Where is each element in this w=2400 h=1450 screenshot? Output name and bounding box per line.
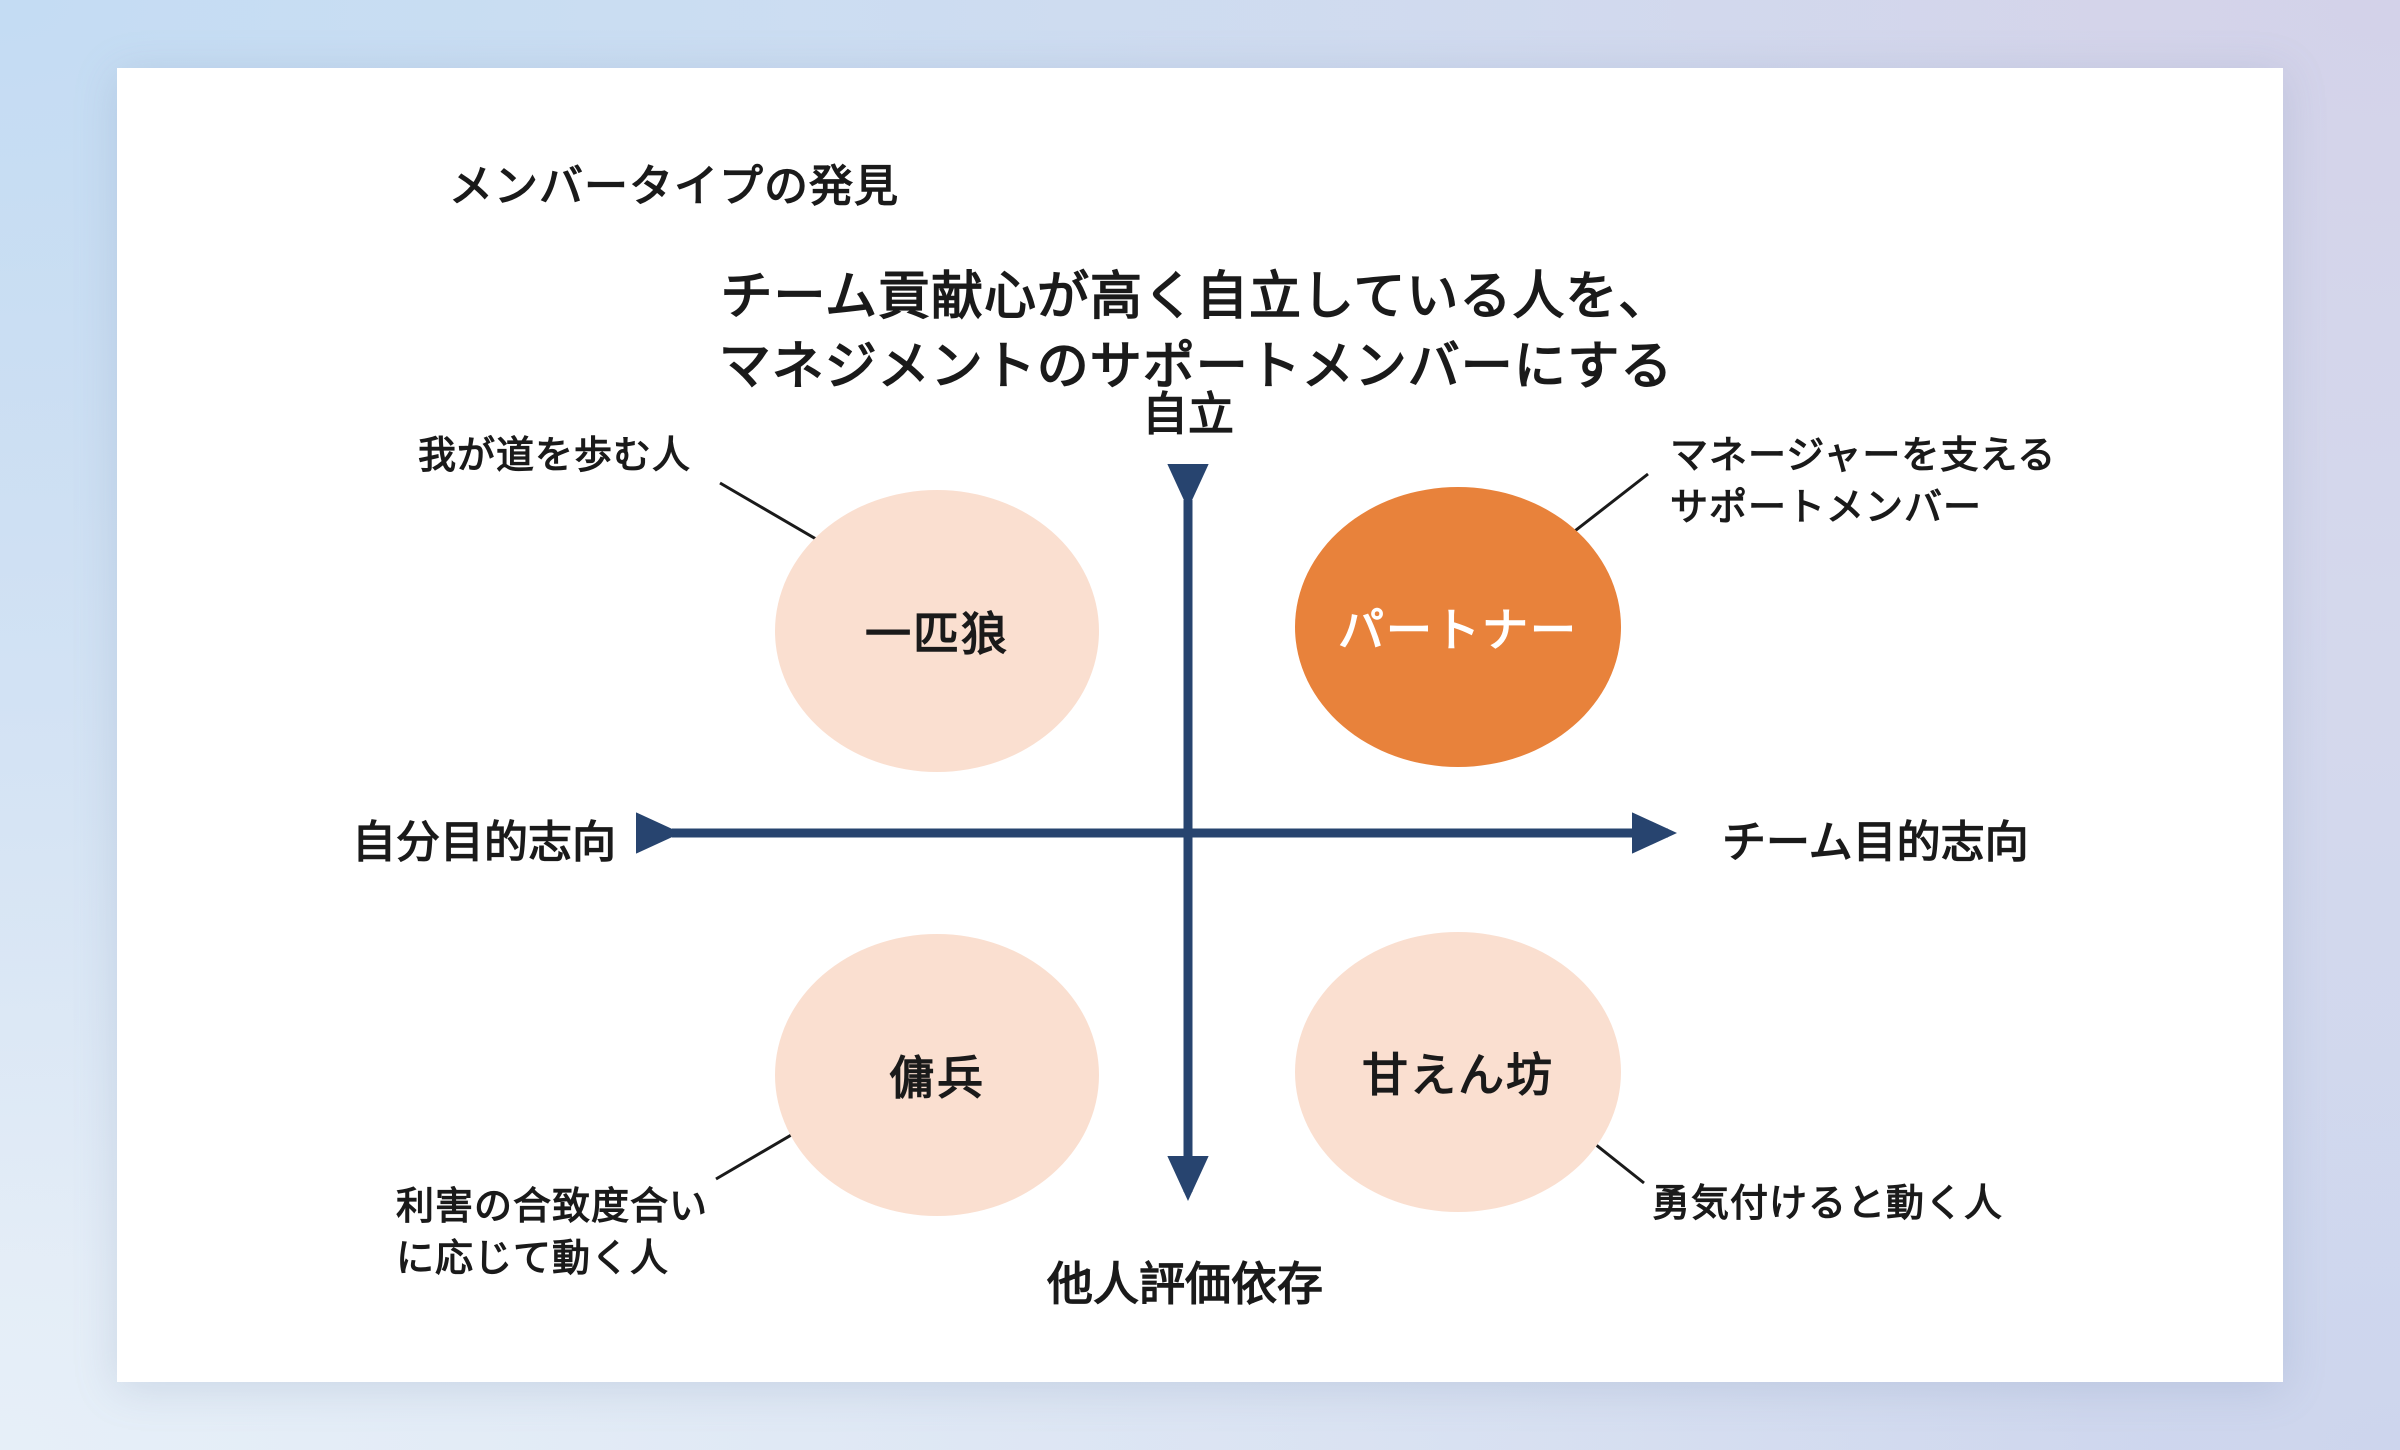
annotation-top-right: マネージャーを支える サポートメンバー	[1670, 430, 2056, 534]
heading-line-1: チーム貢献心が高く自立している人を、	[720, 268, 1672, 326]
quadrant-label-top-right: パートナー	[1338, 604, 1578, 656]
annotation-bottom-left-line-1: 利害の合致度合い	[396, 1186, 709, 1228]
quadrant-circle-top-left: 一匹狼	[775, 490, 1099, 772]
annotation-top-right-line-1: マネージャーを支える	[1670, 435, 2057, 477]
axis-label-bottom: 他人評価依存	[1047, 1258, 1323, 1310]
annotation-top-left: 我が道を歩む人	[418, 435, 692, 477]
heading-line-2: マネジメントのサポートメンバーにする	[718, 338, 1674, 396]
quadrant-circle-bottom-left: 傭兵	[775, 934, 1099, 1216]
slide-title: メンバータイプの発見	[449, 162, 899, 211]
quadrant-label-bottom-left: 傭兵	[889, 1052, 985, 1104]
annotation-bottom-right: 勇気付けると動く人	[1652, 1183, 2004, 1225]
axis-label-right: チーム目的志向	[1722, 818, 2029, 867]
quadrant-label-top-left: 一匹狼	[865, 608, 1009, 660]
quadrant-label-bottom-right: 甘えん坊	[1362, 1049, 1554, 1101]
axis-label-left: 自分目的志向	[352, 818, 616, 867]
annotation-top-right-line-2: サポートメンバー	[1670, 487, 1983, 529]
main-heading: チーム貢献心が高く自立している人を、 マネジメントのサポートメンバーにする	[719, 262, 1674, 402]
quadrant-circle-top-right: パートナー	[1295, 487, 1621, 767]
quadrant-circle-bottom-right: 甘えん坊	[1295, 932, 1621, 1212]
annotation-bottom-left: 利害の合致度合い に応じて動く人	[396, 1181, 708, 1285]
annotation-bottom-left-line-2: に応じて動く人	[396, 1238, 670, 1280]
axis-label-top: 自立	[1142, 388, 1234, 440]
